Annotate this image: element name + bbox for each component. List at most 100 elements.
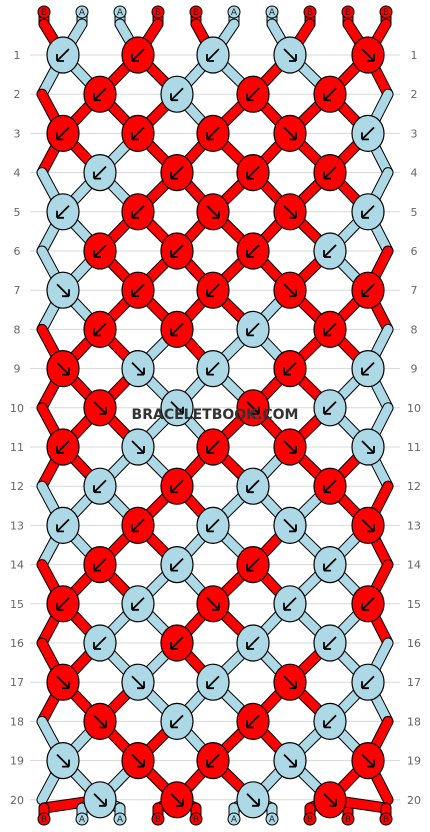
- row-number-right: 7: [411, 284, 418, 297]
- row-number-left: 4: [14, 167, 21, 180]
- arrow-head: [170, 328, 178, 337]
- knot: [196, 350, 230, 388]
- row-number-right: 11: [407, 441, 421, 454]
- arrow-head: [246, 485, 254, 494]
- arrow-head: [131, 524, 139, 533]
- arrow-down-left-icon: [246, 165, 260, 180]
- bottom-strand-label: B: [345, 815, 351, 825]
- knot: [196, 271, 230, 309]
- knot: [236, 232, 270, 270]
- row-number-left: 8: [14, 323, 21, 336]
- knot: [121, 428, 155, 466]
- knot: [160, 389, 194, 427]
- knot: [313, 154, 347, 192]
- arrow-head: [170, 93, 178, 102]
- knot: [313, 624, 347, 662]
- row-number-right: 16: [407, 637, 421, 650]
- arrow-head: [170, 642, 178, 650]
- knot: [121, 741, 155, 780]
- knot: [160, 310, 194, 348]
- row-number-left: 6: [14, 245, 21, 258]
- bottom-strand-label: B: [155, 815, 161, 825]
- knot: [83, 154, 117, 192]
- knot: [46, 506, 80, 545]
- row-number-left: 16: [10, 637, 24, 650]
- arrow-head: [329, 798, 337, 807]
- knot: [46, 585, 80, 623]
- arrow-head: [56, 602, 64, 611]
- knot: [121, 663, 155, 701]
- arrow-down-right-icon: [131, 361, 145, 376]
- arrow-head: [289, 524, 297, 533]
- row-number-right: 12: [407, 480, 421, 493]
- arrow-down-right-icon: [93, 793, 107, 807]
- arrow-down-left-icon: [361, 675, 375, 689]
- arrow-head: [289, 446, 297, 454]
- arrow-head: [176, 798, 184, 807]
- arrow-down-right-icon: [206, 205, 220, 219]
- arrow-head: [62, 681, 70, 690]
- row-number-left: 17: [10, 676, 24, 689]
- arrow-down-left-icon: [170, 322, 184, 337]
- arrow-head: [289, 210, 297, 219]
- knot: [160, 154, 194, 192]
- row-number-right: 1: [411, 49, 418, 62]
- arrow-down-left-icon: [361, 126, 375, 141]
- bottom-strand-cap: [151, 812, 165, 826]
- arrow-down-right-icon: [131, 753, 145, 768]
- top-strand-label: B: [155, 8, 161, 18]
- arrow-down-left-icon: [246, 714, 260, 729]
- arrow-head: [212, 602, 220, 611]
- knot: [351, 506, 385, 545]
- arrow-head: [206, 524, 214, 533]
- top-strand-cap: [113, 5, 127, 19]
- arrow-head: [62, 759, 70, 768]
- knot: [196, 193, 230, 231]
- top-strand-label: B: [193, 8, 199, 18]
- knot: [351, 663, 385, 701]
- arrow-head: [206, 367, 214, 376]
- arrow-head: [246, 642, 254, 650]
- arrow-head: [56, 132, 64, 141]
- knot-grid: [46, 36, 385, 819]
- arrow-down-left-icon: [361, 205, 375, 219]
- row-number-left: 2: [14, 88, 21, 101]
- knot: [196, 663, 230, 701]
- top-strand-cap: [151, 5, 165, 19]
- arrow-down-left-icon: [93, 322, 107, 337]
- arrow-down-left-icon: [170, 557, 184, 572]
- arrow-down-left-icon: [246, 322, 260, 337]
- knot: [236, 781, 270, 819]
- arrow-down-right-icon: [283, 753, 297, 768]
- arrow-head: [246, 171, 254, 180]
- arrow-down-left-icon: [56, 518, 70, 533]
- top-strand-label: A: [79, 8, 86, 18]
- arrow-down-right-icon: [246, 793, 260, 807]
- arrow-down-right-icon: [170, 401, 184, 415]
- knot: [46, 271, 80, 309]
- knot: [160, 702, 194, 741]
- arrow-head: [246, 93, 254, 102]
- arrow-head: [367, 446, 375, 454]
- bottom-strand-cap: [227, 812, 241, 826]
- knot: [160, 545, 194, 584]
- row-number-left: 19: [10, 755, 24, 768]
- arrow-down-left-icon: [323, 557, 337, 572]
- arrow-down-right-icon: [56, 283, 70, 297]
- arrow-head: [246, 328, 254, 337]
- arrow-down-right-icon: [283, 518, 297, 533]
- arrow-down-right-icon: [361, 440, 375, 454]
- arrow-down-right-icon: [283, 126, 297, 141]
- top-strand-cap: [303, 5, 317, 19]
- knot: [313, 545, 347, 584]
- knot: [121, 585, 155, 623]
- arrow-head: [170, 250, 178, 258]
- bottom-strand-cap: [303, 812, 317, 826]
- arrow-down-left-icon: [283, 361, 297, 376]
- arrow-head: [93, 328, 101, 337]
- arrow-down-left-icon: [170, 87, 184, 101]
- arrow-head: [206, 759, 214, 768]
- knot: [273, 36, 307, 74]
- knot: [121, 114, 155, 152]
